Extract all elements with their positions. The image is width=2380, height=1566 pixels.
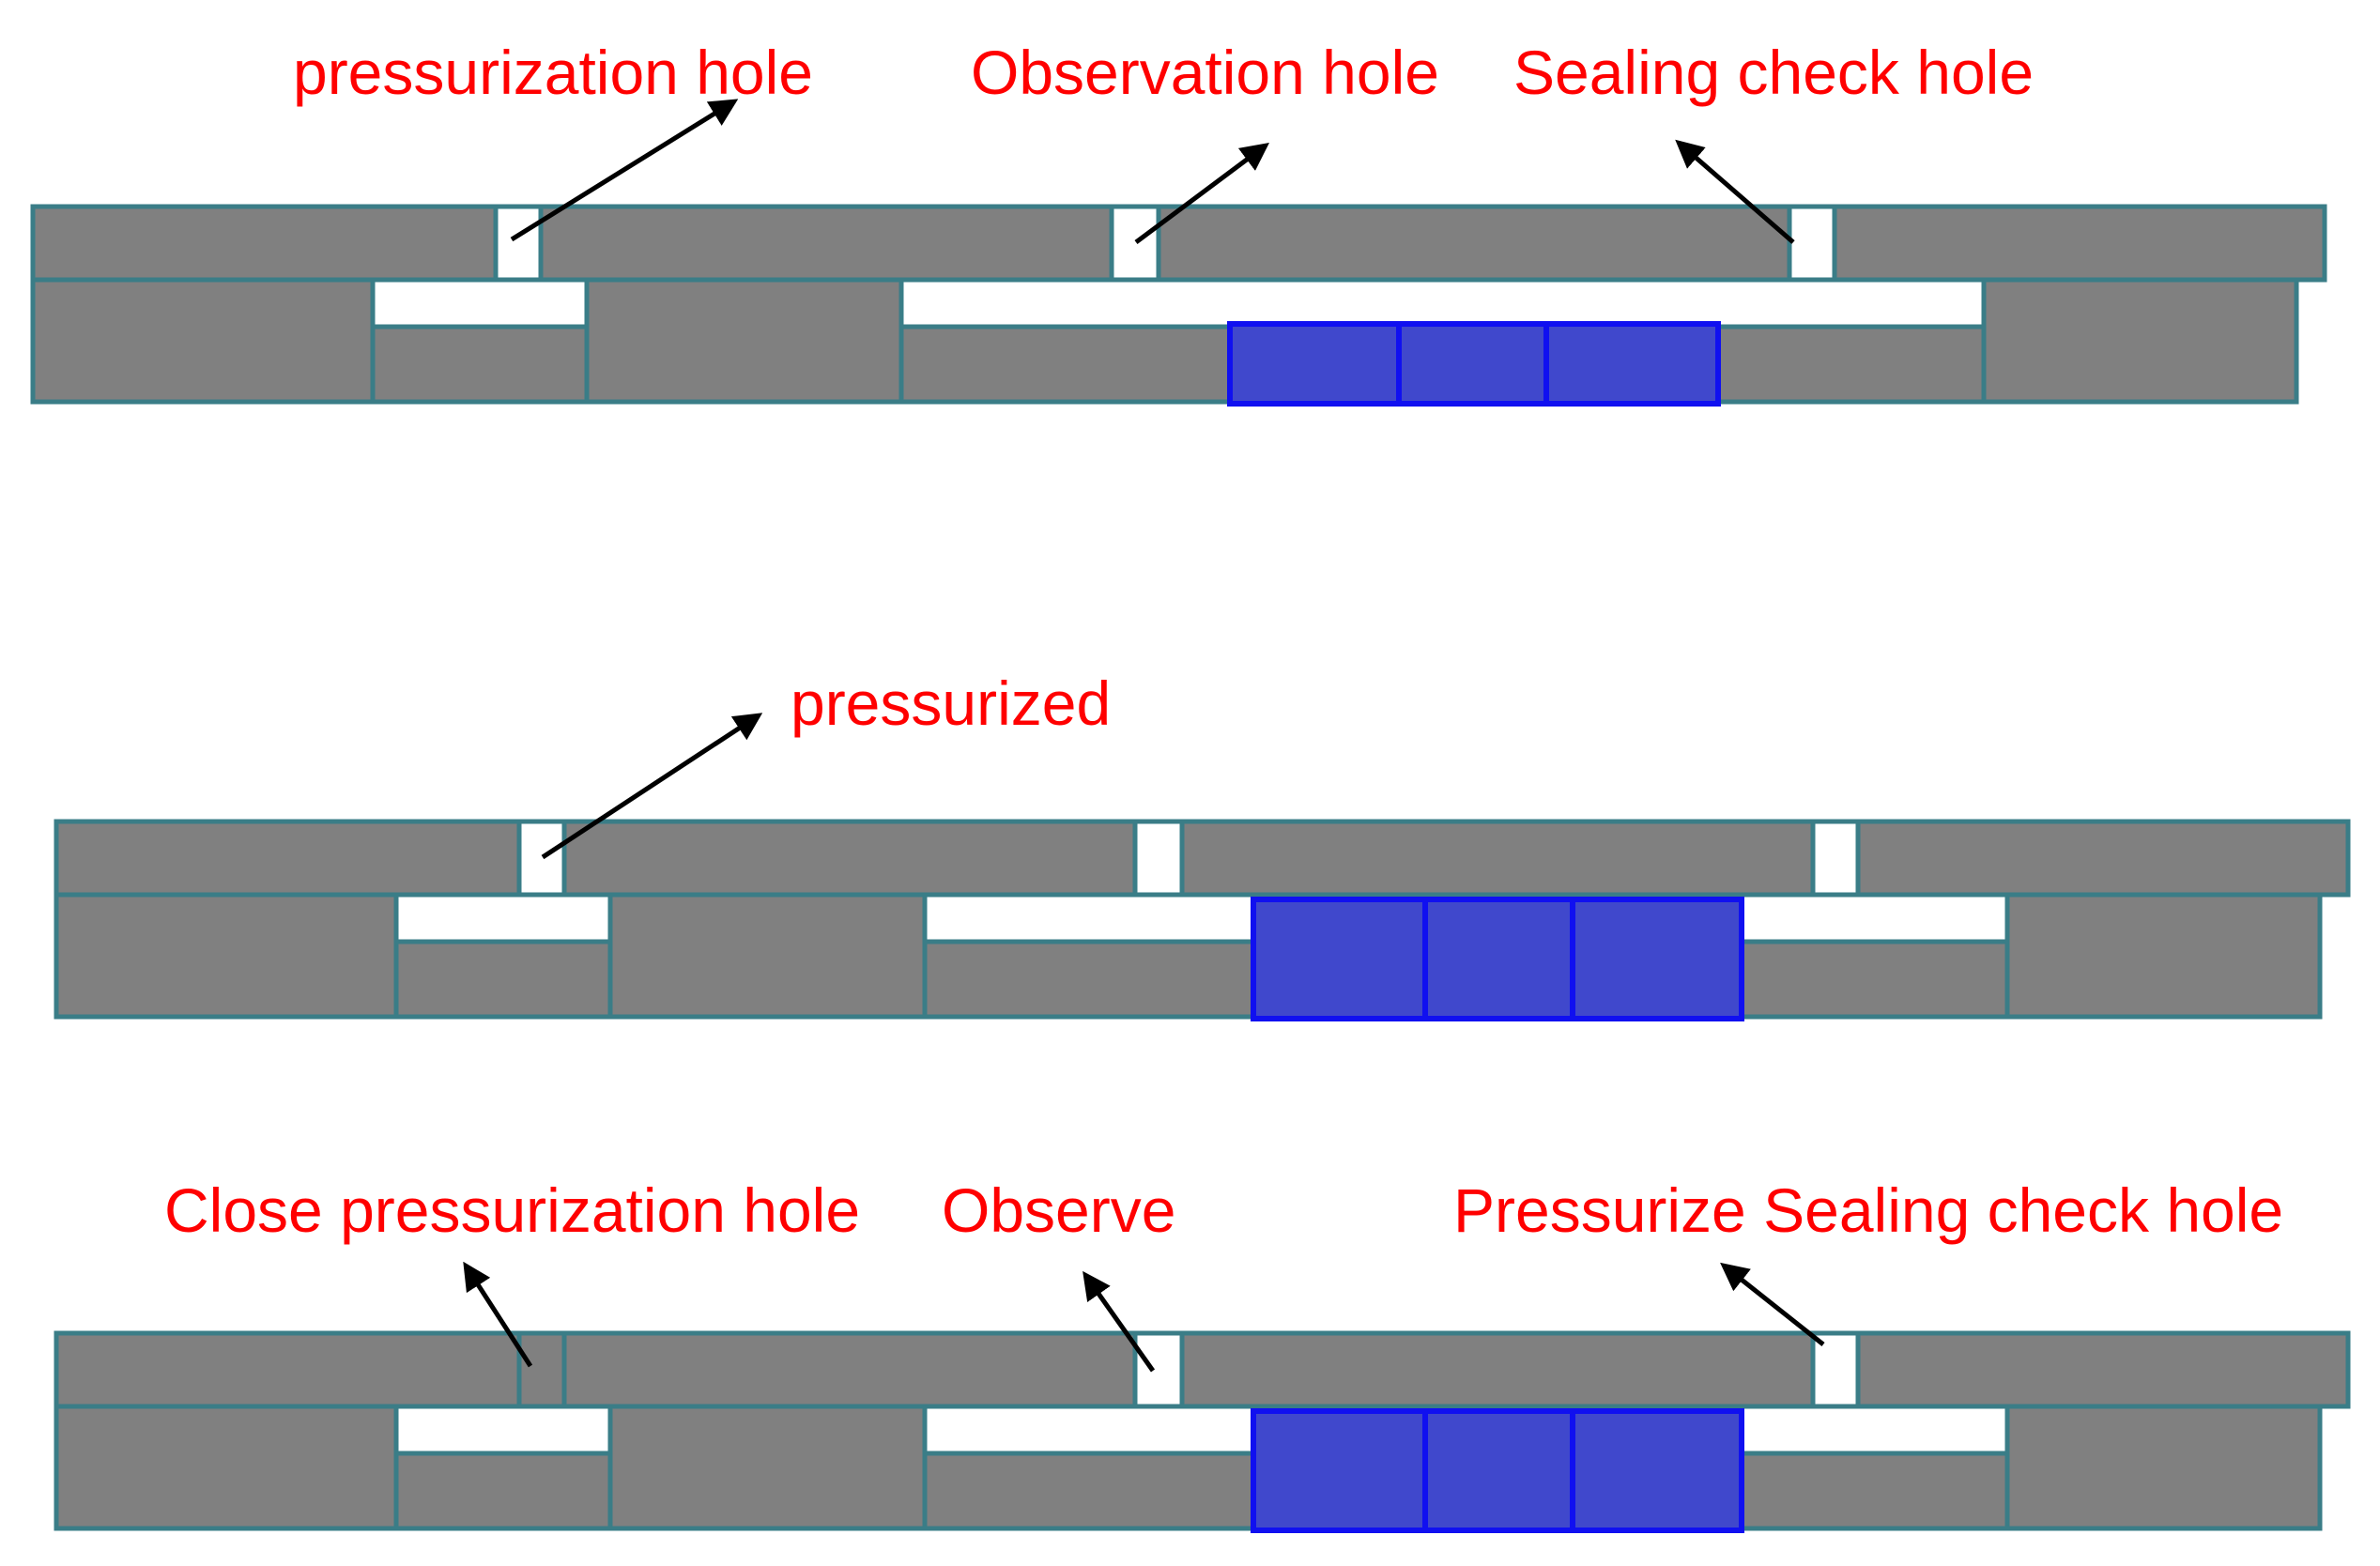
base-plate bbox=[54, 892, 2323, 1020]
sealing-check-hole-label: Sealing check hole bbox=[1513, 38, 2034, 107]
test-block bbox=[1570, 1408, 1744, 1533]
top-plate-segment bbox=[1855, 819, 2351, 898]
arrow bbox=[1083, 1270, 1156, 1373]
pressurization-hole-label: pressurization hole bbox=[293, 38, 813, 107]
top-plate-segment bbox=[538, 204, 1114, 283]
sealing-check-hole bbox=[1810, 819, 1861, 898]
arrow bbox=[1720, 1262, 1825, 1346]
arrow bbox=[1134, 143, 1270, 245]
base-segment bbox=[1981, 277, 2299, 405]
base-segment bbox=[607, 892, 928, 1020]
arrow bbox=[1675, 139, 1795, 244]
top-plate bbox=[54, 1330, 2351, 1409]
top-plate-segment bbox=[1156, 204, 1792, 283]
observation-hole bbox=[1109, 204, 1161, 283]
arrow bbox=[541, 713, 763, 860]
observation-hole bbox=[1132, 1330, 1185, 1409]
pressurize-sealing-check-hole-label: Pressurize Sealing check hole bbox=[1453, 1175, 2283, 1245]
channel bbox=[393, 892, 613, 944]
close-pressurization-hole-label: Close pressurization hole bbox=[164, 1175, 860, 1245]
top-plate-segment bbox=[1179, 1330, 1816, 1409]
base-segment bbox=[30, 277, 376, 405]
test-block bbox=[1422, 897, 1575, 1021]
top-plate-segment bbox=[30, 204, 499, 283]
arrow bbox=[510, 99, 739, 242]
channel bbox=[393, 1404, 613, 1456]
pressurization-hole bbox=[493, 204, 544, 283]
test-block bbox=[1251, 897, 1428, 1021]
pressurization-hole-closed bbox=[516, 1330, 567, 1409]
test-block bbox=[1227, 321, 1402, 407]
observation-hole-label: Observation hole bbox=[971, 38, 1439, 107]
pressurized-label: pressurized bbox=[791, 668, 1111, 738]
base-plate bbox=[54, 1404, 2323, 1531]
top-plate-segment bbox=[1832, 204, 2327, 283]
test-block bbox=[1422, 1408, 1575, 1533]
base-segment bbox=[607, 1404, 928, 1531]
panel-2: pressurized bbox=[54, 668, 2351, 1021]
test-blocks bbox=[1227, 321, 1721, 407]
channel bbox=[370, 277, 590, 330]
panel-3: Close pressurization hole Observe Pressu… bbox=[54, 1175, 2351, 1533]
base-segment bbox=[2004, 1404, 2323, 1531]
test-block bbox=[1251, 1408, 1428, 1533]
test-block bbox=[1570, 897, 1744, 1021]
top-plate-segment bbox=[54, 1330, 522, 1409]
test-blocks bbox=[1251, 897, 1744, 1021]
base-segment bbox=[393, 1451, 613, 1531]
panel-1: pressurization hole Observation hole Sea… bbox=[30, 38, 2327, 407]
sealing-check-hole bbox=[1787, 204, 1837, 283]
base-segment bbox=[584, 277, 904, 405]
test-block bbox=[1396, 321, 1549, 407]
base-segment bbox=[370, 324, 590, 405]
test-block bbox=[1543, 321, 1721, 407]
top-plate-segment bbox=[54, 819, 522, 898]
observation-hole bbox=[1132, 819, 1185, 898]
top-plate bbox=[30, 204, 2327, 283]
top-plate-segment bbox=[561, 819, 1138, 898]
test-blocks bbox=[1251, 1408, 1744, 1533]
top-plate bbox=[54, 819, 2351, 898]
pressurization-hole bbox=[516, 819, 567, 898]
top-plate-segment bbox=[1179, 819, 1816, 898]
top-plate-segment bbox=[561, 1330, 1138, 1409]
channel bbox=[898, 277, 1987, 330]
arrow bbox=[463, 1261, 533, 1368]
base-segment bbox=[393, 939, 613, 1020]
base-segment bbox=[54, 1404, 399, 1531]
base-segment bbox=[54, 892, 399, 1020]
observe-label: Observe bbox=[942, 1175, 1175, 1245]
base-plate bbox=[30, 277, 2299, 405]
base-segment bbox=[2004, 892, 2323, 1020]
top-plate-segment bbox=[1855, 1330, 2351, 1409]
